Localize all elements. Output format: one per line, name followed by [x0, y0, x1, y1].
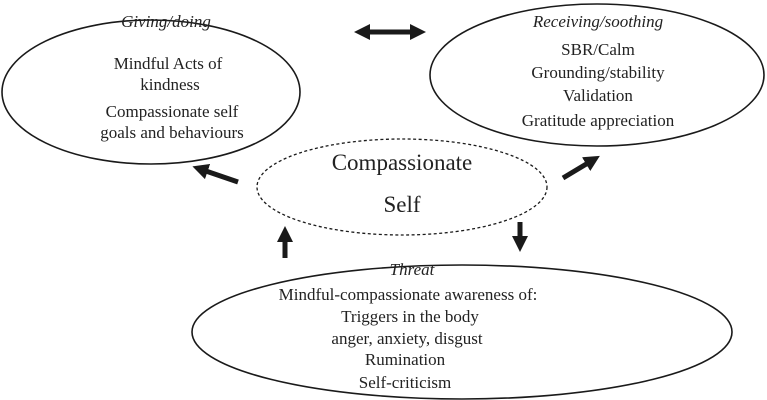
- node-giving-doing: Giving/doing Mindful Acts of kindness Co…: [1, 12, 301, 165]
- receiving-soothing-item: SBR/Calm: [561, 40, 635, 59]
- giving-doing-item: goals and behaviours: [100, 123, 244, 142]
- compassionate-self-line: Self: [383, 192, 420, 217]
- arrow-to-giving-icon: [192, 164, 239, 185]
- arrow-to-receiving-icon: [561, 155, 600, 181]
- receiving-soothing-item: Gratitude appreciation: [522, 111, 675, 130]
- node-threat: Threat Mindful-compassionate awareness o…: [191, 260, 733, 400]
- giving-doing-item: kindness: [140, 75, 200, 94]
- threat-title: Threat: [390, 260, 436, 279]
- giving-doing-title: Giving/doing: [121, 12, 211, 31]
- threat-item: Mindful-compassionate awareness of:: [279, 285, 538, 304]
- node-compassionate-self: Compassionate Self: [256, 138, 548, 236]
- giving-doing-ellipse: [1, 19, 301, 165]
- receiving-soothing-ellipse: [429, 3, 765, 147]
- giving-doing-item: Compassionate self: [106, 102, 239, 121]
- receiving-soothing-item: Grounding/stability: [531, 63, 665, 82]
- compassionate-self-ellipse: [256, 138, 548, 236]
- giving-doing-item: Mindful Acts of: [114, 54, 223, 73]
- receiving-soothing-item: Validation: [563, 86, 633, 105]
- node-receiving-soothing: Receiving/soothing SBR/Calm Grounding/st…: [429, 3, 765, 147]
- threat-item: Self-criticism: [359, 373, 452, 392]
- threat-item: anger, anxiety, disgust: [331, 329, 482, 348]
- compassionate-self-line: Compassionate: [332, 150, 473, 175]
- threat-ellipse: [191, 264, 733, 400]
- threat-item: Triggers in the body: [341, 307, 479, 326]
- threat-item: Rumination: [365, 350, 446, 369]
- receiving-soothing-title: Receiving/soothing: [532, 12, 663, 31]
